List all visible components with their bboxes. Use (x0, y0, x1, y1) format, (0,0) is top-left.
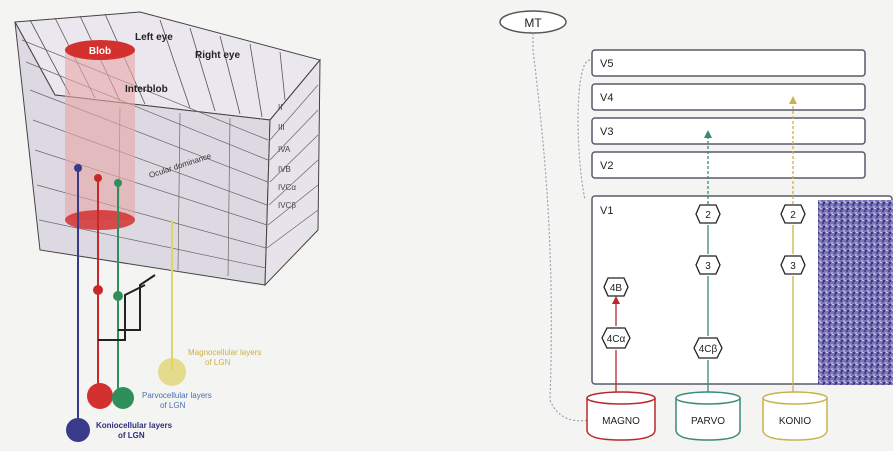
blob-label: Blob (89, 46, 111, 57)
node-label-4cb: 4Cβ (699, 344, 718, 355)
area-box-v5 (592, 50, 865, 76)
stream-label-magno: MAGNO (602, 416, 640, 427)
konio-terminal (74, 164, 82, 172)
connector-2 (118, 275, 155, 330)
v5-projection (578, 60, 590, 200)
texture-patch-overlay (818, 200, 893, 385)
node-4cb: 4Cβ (694, 338, 722, 358)
area-label-v4: V4 (600, 92, 613, 104)
node-label-parvo-3: 3 (705, 261, 711, 272)
node-parvo-3: 3 (696, 256, 720, 274)
layer-label-iii: III (278, 123, 285, 132)
layer-label-ivb: IVB (278, 165, 291, 174)
mt-label: MT (524, 16, 542, 30)
konio-lgn-sphere (66, 418, 90, 442)
parvo-node (113, 291, 123, 301)
blob-column (65, 50, 135, 220)
node-4b: 4B (604, 278, 628, 296)
layer-label-ii: II (278, 103, 282, 112)
node-label-parvo-2: 2 (705, 210, 711, 221)
area-label-v2: V2 (600, 160, 613, 172)
pathway-diagram: MT V5 V4 V3 V2 V1 4B (500, 11, 893, 440)
area-box-v2 (592, 152, 865, 178)
area-label-v5: V5 (600, 58, 613, 70)
red-terminal (94, 174, 102, 182)
parvocellular-label-1: Parvocellular layers (142, 391, 212, 400)
node-konio-2: 2 (781, 205, 805, 223)
red-node (93, 285, 103, 295)
magnocellular-label-1: Magnocellular layers (188, 348, 261, 357)
node-label-konio-3: 3 (790, 261, 796, 272)
parvocellular-label-2: of LGN (160, 401, 186, 410)
left-eye-label: Left eye (135, 32, 173, 43)
area-box-v4 (592, 84, 865, 110)
node-parvo-2: 2 (696, 205, 720, 223)
cortex-diagram: Blob Left eye Right eye Interblob Ocular… (15, 12, 320, 442)
interblob-label: Interblob (125, 84, 168, 95)
parvo-terminal (114, 179, 122, 187)
stream-konio: KONIO (763, 392, 827, 440)
node-4ca: 4Cα (602, 328, 630, 348)
right-eye-label: Right eye (195, 50, 240, 61)
blob-bottom (65, 210, 135, 230)
layer-label-iva: IVA (278, 145, 291, 154)
red-lgn-sphere (87, 383, 113, 409)
node-label-konio-2: 2 (790, 210, 796, 221)
area-label-v3: V3 (600, 126, 613, 138)
stream-label-parvo: PARVO (691, 416, 725, 427)
node-label-4b: 4B (610, 283, 623, 294)
magnocellular-label-2: of LGN (205, 358, 231, 367)
stream-magno: MAGNO (587, 392, 655, 440)
stream-parvo: PARVO (676, 392, 740, 440)
koniocellular-label-1: Koniocellular layers (96, 421, 173, 430)
area-box-v3 (592, 118, 865, 144)
layer-label-ivca: IVCα (278, 183, 296, 192)
koniocellular-label-2: of LGN (118, 431, 145, 440)
stream-label-konio: KONIO (779, 416, 811, 427)
node-konio-3: 3 (781, 256, 805, 274)
mt-projection (533, 33, 590, 421)
node-label-4ca: 4Cα (607, 334, 626, 345)
layer-label-ivcb: IVCβ (278, 201, 296, 210)
magno-lgn-sphere (158, 358, 186, 386)
parvo-lgn-sphere (112, 387, 134, 409)
area-label-v1: V1 (600, 205, 613, 217)
